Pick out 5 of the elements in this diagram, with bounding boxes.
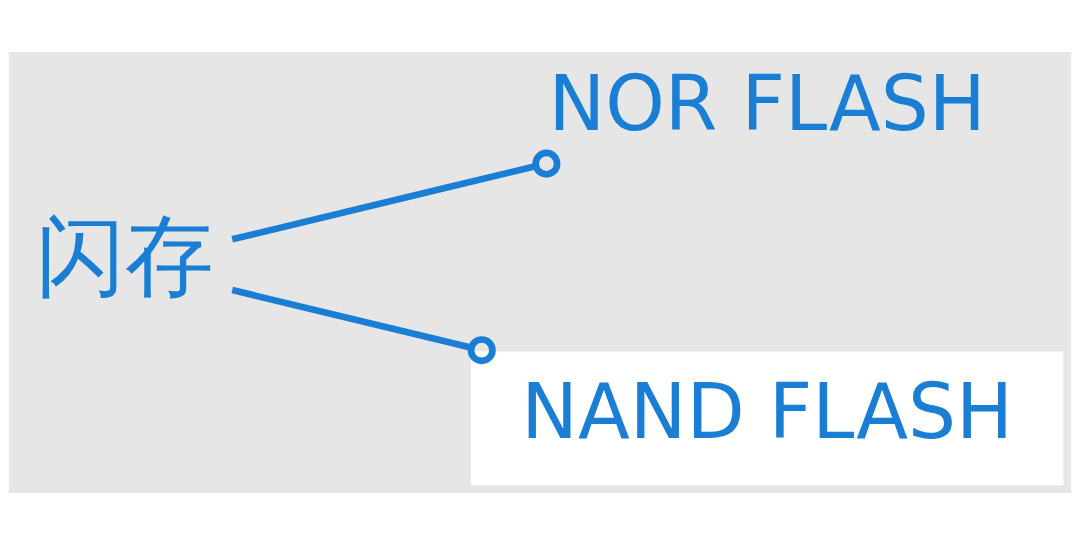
- node-text: 闪存: [35, 203, 214, 308]
- node-box: NAND FLASH: [470, 351, 1064, 486]
- connector: [231, 286, 496, 365]
- node-text: NOR FLASH: [548, 60, 986, 149]
- connector: [231, 149, 561, 243]
